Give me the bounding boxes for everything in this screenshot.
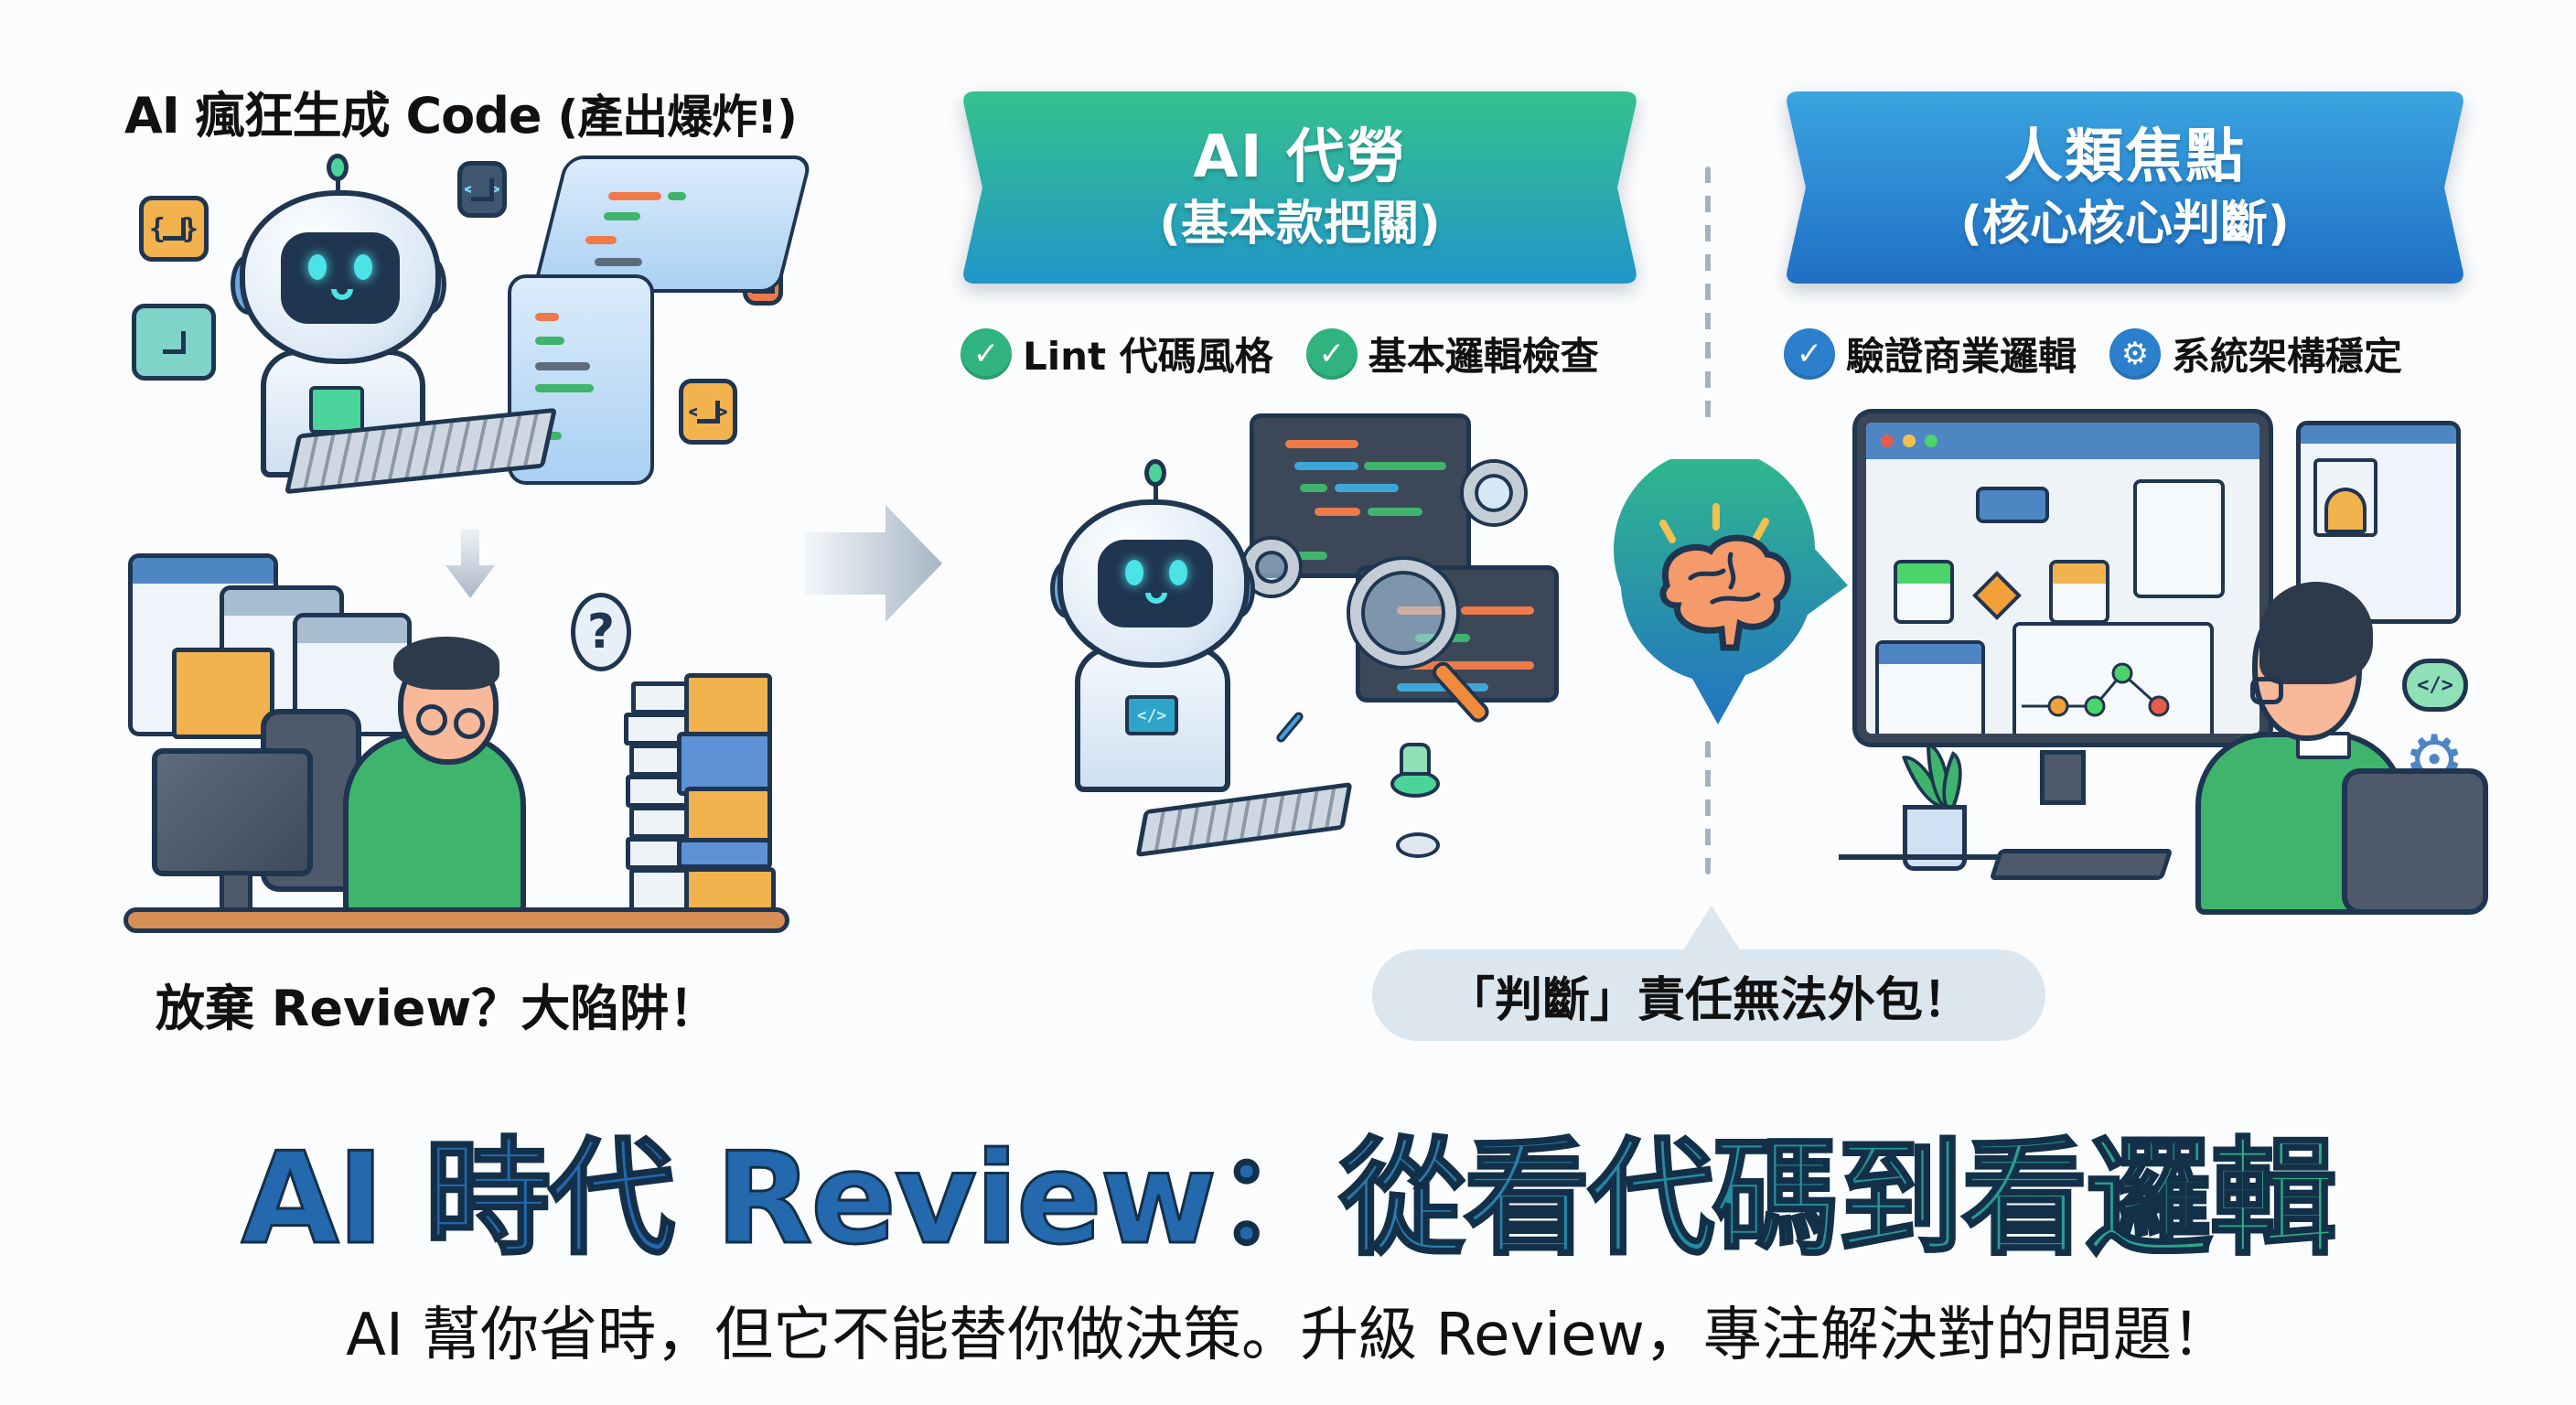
- antenna-icon: [327, 154, 349, 181]
- check-icon: ✓: [1784, 327, 1835, 380]
- monitor: [152, 748, 313, 876]
- caption-main: AI 瘋狂生成 Code: [124, 87, 542, 145]
- check-item-business-logic: ✓ 驗證商業邏輯: [1784, 326, 2077, 381]
- dots-bubble-icon: ⁚⁚: [132, 304, 216, 381]
- ai-banner-subtitle: (基本款把關): [1159, 197, 1441, 252]
- left-bottom-caption: 放棄 Review？大陷阱！: [156, 980, 719, 1037]
- robot-face: [281, 232, 400, 324]
- question-icon: ?: [571, 593, 631, 671]
- ai-checklist: ✓ Lint 代碼風格 ✓ 基本邏輯檢查: [961, 326, 1599, 381]
- code-ribbon: [531, 156, 813, 293]
- flowchart-monitor: [1857, 413, 2269, 743]
- check-icon: ✓: [1305, 327, 1358, 380]
- code-tag-orange-icon: </>: [679, 379, 737, 445]
- panel-divider: [1705, 741, 1711, 874]
- robot-coding-illustration: { } ⁚⁚ </> ⁘ </>: [0, 0, 842, 512]
- robot-reviewing-illustration: </>: [951, 402, 1592, 878]
- human-banner-title: 人類焦點: [2004, 123, 2246, 191]
- human-banner: 人類焦點 (核心核心判斷): [1784, 91, 2466, 284]
- check-icon: ✓: [961, 327, 1012, 380]
- desk: [123, 907, 789, 933]
- left-top-caption: AI 瘋狂生成 Code (產出爆炸!): [124, 75, 798, 147]
- callout-judgment: 「判斷」責任無法外包！: [1372, 906, 2045, 1041]
- check-item-basic-logic: ✓ 基本邏輯檢查: [1305, 326, 1599, 381]
- check-item-lint: ✓ Lint 代碼風格: [961, 326, 1273, 381]
- human-banner-subtitle: (核心核心判斷): [1960, 197, 2290, 252]
- code-tag-icon: </>: [457, 161, 507, 218]
- arrow-right-icon: [805, 505, 942, 622]
- check-label: Lint 代碼風格: [1023, 334, 1273, 379]
- human-checklist: ✓ 驗證商業邏輯 ⚙ 系統架構穩定: [1784, 326, 2402, 381]
- check-label: 驗證商業邏輯: [1846, 334, 2077, 379]
- panel-divider: [1705, 166, 1711, 423]
- arrow-down-icon: [445, 529, 495, 598]
- gear-icon: ⚙: [2109, 327, 2162, 380]
- ai-banner-title: AI 代勞: [1193, 123, 1407, 191]
- check-label: 基本邏輯檢查: [1368, 334, 1599, 379]
- magnifier-icon: [1464, 463, 1524, 523]
- main-title-part1: AI 時代 Review：: [240, 1124, 1342, 1274]
- overwhelmed-developer-illustration: ?: [0, 512, 823, 951]
- magnifier-large-icon: [1350, 560, 1456, 666]
- ai-banner: AI 代勞 (基本款把關): [961, 91, 1639, 284]
- code-badge-icon: </>: [1125, 695, 1178, 735]
- brain-icon: [1614, 459, 1848, 724]
- check-item-architecture: ⚙ 系統架構穩定: [2109, 326, 2402, 381]
- plant-pot: [1903, 805, 1967, 871]
- main-title-part2: 從看代碼到看邏輯: [1338, 1124, 2338, 1274]
- main-title: AI 時代 Review：從看代碼到看邏輯: [0, 1096, 2576, 1279]
- subtitle: AI 幫你省時，但它不能替你做決策。升級 Review，專注解決對的問題！: [346, 1302, 2230, 1369]
- human-reviewing-illustration: </> ⚙: [1830, 402, 2525, 915]
- code-tag-icon: </>: [2402, 659, 2468, 712]
- check-label: 系統架構穩定: [2172, 334, 2403, 379]
- curly-braces-icon: { }: [139, 196, 209, 262]
- caption-paren: (產出爆炸!): [557, 91, 798, 144]
